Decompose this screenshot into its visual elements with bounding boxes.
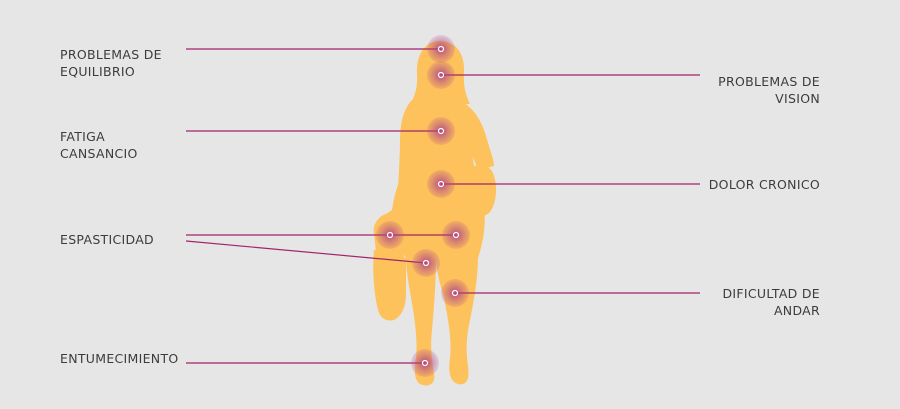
marker-hip (442, 221, 470, 249)
marker-left-hand (376, 221, 404, 249)
label-espasticidad: ESPASTICIDAD (60, 232, 154, 247)
marker-eyes (427, 61, 455, 89)
marker-foot (411, 349, 439, 377)
marker-chest (427, 117, 455, 145)
label-dolor-cronico: DOLOR CRONICO (708, 177, 820, 192)
connector-lines (185, 48, 700, 364)
label-problemas-vision: PROBLEMAS DE VISION (718, 74, 820, 106)
woman-silhouette (373, 41, 497, 386)
line-espasticidad-2 (185, 240, 427, 264)
marker-head (427, 35, 455, 63)
marker-knee (441, 279, 469, 307)
marker-abdomen (427, 170, 455, 198)
symptom-markers (376, 35, 470, 377)
label-dificultad-andar: DIFICULTAD DE ANDAR (722, 286, 820, 318)
label-entumecimiento: ENTUMECIMIENTO (60, 351, 179, 366)
label-fatiga-cansancio: FATIGA CANSANCIO (60, 129, 138, 161)
marker-thigh (412, 249, 440, 277)
label-problemas-equilibrio: PROBLEMAS DE EQUILIBRIO (60, 47, 162, 79)
